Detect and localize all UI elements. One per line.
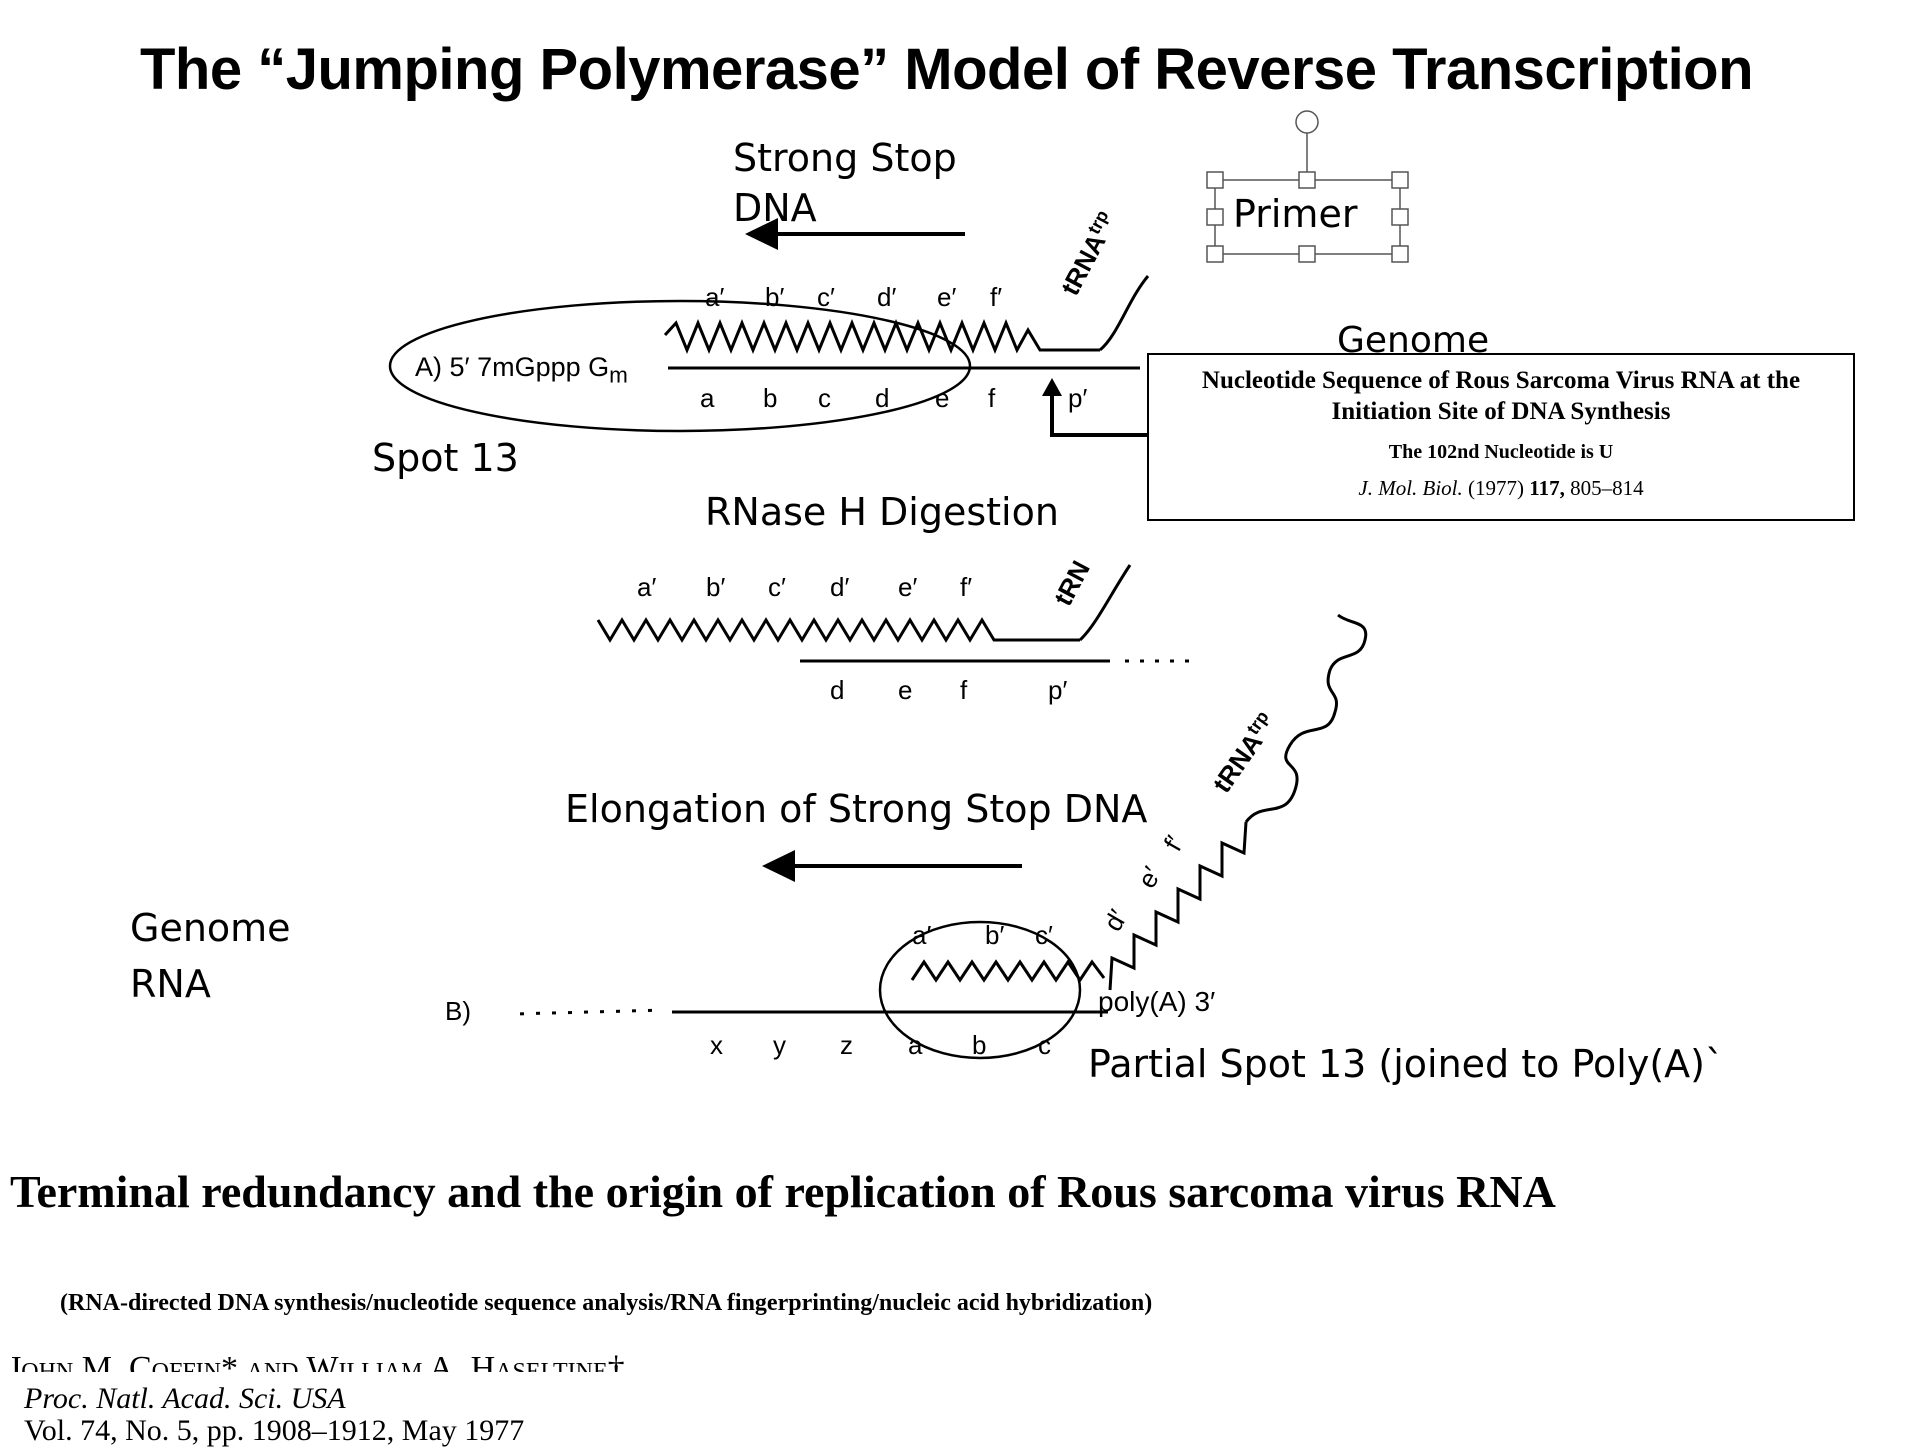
panel-a-bottom-seq-4: e	[935, 383, 950, 413]
panel-a-top-seq-3: d′	[877, 282, 897, 312]
panel-a-bottom-seq-2: c	[818, 383, 831, 413]
inset-volume: 117,	[1529, 476, 1565, 500]
panel-b-trna-wave	[1244, 613, 1368, 823]
panel-b-bottom-seq-1: y	[773, 1030, 786, 1060]
genome-rna-label-line2: RNA	[130, 962, 211, 1006]
panel-b-bottom-seq-3: a	[908, 1030, 923, 1060]
mid-primer-site: p′	[1048, 675, 1068, 705]
panel-a-top-seq-1: b′	[765, 282, 785, 312]
inset-subtitle: The 102nd Nucleotide is U	[1388, 441, 1614, 463]
panel-a-cap-label: A) 5′ 7mGppp Gm	[415, 352, 628, 388]
inset-title: Nucleotide Sequence of Rous Sarcoma Viru…	[1201, 367, 1801, 425]
elongation-arrowhead	[762, 850, 795, 882]
panel-a-dna-zigzag	[663, 319, 1100, 354]
inset-journal: J. Mol. Biol.	[1358, 476, 1463, 500]
panel-a-bottom-seq-0: a	[700, 383, 715, 413]
strong-stop-arrowhead	[745, 218, 778, 250]
panel-b-bottom-seq-0: x	[710, 1030, 723, 1060]
panel-a-top-seq-2: c′	[817, 282, 835, 312]
genome-rna-label-line1: Genome	[130, 906, 291, 950]
panel-a-bottom-seq-3: d	[875, 383, 890, 413]
mid-bottom-seq-0: d	[830, 675, 845, 705]
mid-bottom-seq-2: f	[960, 675, 968, 705]
partial-spot13-label: Partial Spot 13 (joined to Poly(A)`	[1088, 1042, 1724, 1086]
partial-spot13-ellipse	[878, 920, 1082, 1060]
panel-a-bottom-seq-5: f	[988, 383, 996, 413]
inset-year: (1977)	[1468, 476, 1525, 500]
strong-stop-label-line2: DNA	[733, 186, 817, 230]
panel-a-primer-site: p′	[1068, 383, 1088, 413]
paper-keywords: (RNA-directed DNA synthesis/nucleotide s…	[60, 1290, 1153, 1316]
panel-b-prefix: B)	[445, 996, 471, 1026]
panel-b-bottom-seq-2: z	[840, 1030, 853, 1060]
paper-authors: John M. Coffin* and William A. Haseltine…	[8, 1350, 625, 1372]
mid-top-seq-1: b′	[706, 572, 726, 602]
mid-top-seq-2: c′	[768, 572, 786, 602]
panel-b-top-seq-1: b′	[985, 920, 1005, 950]
panel-b-dna-zigzag	[910, 959, 1106, 983]
paper-journal: Proc. Natl. Acad. Sci. USA	[24, 1382, 346, 1415]
panel-a-cap-subscript: m	[609, 362, 628, 388]
panel-a-top-seq-0: a′	[705, 282, 725, 312]
panel-a-bottom-seq-1: b	[763, 383, 778, 413]
inset-citation-box: Nucleotide Sequence of Rous Sarcoma Viru…	[1147, 353, 1855, 521]
elongation-label: Elongation of Strong Stop DNA	[565, 787, 1148, 831]
panel-b-top-seq-2: c′	[1035, 920, 1053, 950]
mid-top-seq-0: a′	[637, 572, 657, 602]
inset-citation: J. Mol. Biol. (1977) 117, 805–814	[1149, 476, 1853, 501]
panel-a-trna-strand	[1099, 275, 1150, 352]
inset-pages: 805–814	[1570, 476, 1644, 500]
mid-bottom-seq-1: e	[898, 675, 913, 705]
strong-stop-label-line1: Strong Stop	[733, 136, 957, 180]
primer-site-arrowhead	[1042, 378, 1062, 396]
panel-b-slant-zigzag	[1108, 821, 1248, 991]
panel-a-cap-text: A) 5′ 7mGppp G	[415, 352, 610, 382]
primer-resize-handles[interactable]	[1206, 171, 1409, 263]
slide-title: The “Jumping Polymerase” Model of Revers…	[140, 37, 1754, 102]
primer-rotate-handle[interactable]	[1295, 110, 1319, 134]
mid-dna-zigzag	[596, 617, 1080, 643]
panel-a-top-seq-4: e′	[937, 282, 957, 312]
genome-top-label: Genome	[1337, 320, 1490, 354]
mid-top-seq-5: f′	[960, 572, 973, 602]
panel-b-top-seq-0: a′	[912, 920, 932, 950]
paper-volume: Vol. 74, No. 5, pp. 1908–1912, May 1977	[24, 1414, 525, 1447]
paper-title: Terminal redundancy and the origin of re…	[10, 1166, 1556, 1217]
mid-top-seq-4: e′	[898, 572, 918, 602]
panel-b-rna-dotted	[519, 1008, 661, 1016]
mid-top-seq-3: d′	[830, 572, 850, 602]
panel-b-polya-label: poly(A) 3′	[1098, 986, 1216, 1017]
spot13-ellipse	[388, 299, 972, 433]
panel-b-bottom-seq-5: c	[1038, 1030, 1051, 1060]
panel-a-top-seq-5: f′	[990, 282, 1003, 312]
spot13-label: Spot 13	[372, 436, 519, 480]
panel-b-bottom-seq-4: b	[972, 1030, 987, 1060]
mid-trna-strand	[1078, 564, 1132, 642]
primer-label[interactable]: Primer	[1233, 192, 1358, 236]
rnase-h-label: RNase H Digestion	[705, 490, 1059, 534]
